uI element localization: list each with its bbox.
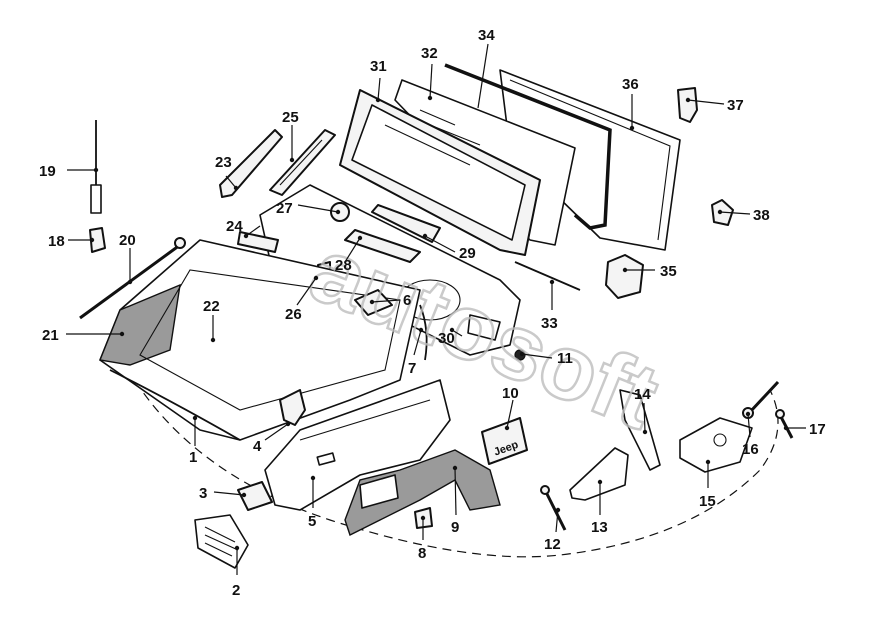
callout-3: 3	[199, 485, 207, 502]
callout-33: 33	[541, 315, 558, 332]
grille-insert	[194, 514, 249, 569]
callout-11: 11	[557, 350, 573, 367]
wiper-arm	[219, 129, 283, 198]
antenna	[90, 120, 102, 214]
callout-6: 6	[403, 292, 411, 309]
release-cable	[419, 304, 428, 361]
hood-latch	[279, 389, 306, 426]
callout-38: 38	[753, 207, 770, 224]
callout-26: 26	[285, 306, 302, 323]
windshield-inner-frame	[339, 89, 541, 256]
callout-25: 25	[282, 109, 299, 126]
callout-labels: 1 2 3 4 5 6 7 8 9 10 11 12 13 14 15 16 1…	[39, 27, 826, 599]
callout-24: 24	[226, 218, 243, 235]
side-marker-lamp	[237, 481, 273, 511]
callout-30: 30	[438, 330, 455, 347]
callout-27: 27	[276, 200, 293, 217]
upper-hinge	[677, 87, 698, 123]
callout-35: 35	[660, 263, 677, 280]
callout-37: 37	[727, 97, 744, 114]
callout-14: 14	[634, 386, 651, 403]
hood-hinge	[237, 231, 279, 253]
callout-10: 10	[502, 385, 519, 402]
assembly-outline	[119, 354, 779, 558]
callout-21: 21	[42, 327, 59, 344]
callout-1: 1	[189, 449, 197, 466]
callout-18: 18	[48, 233, 65, 250]
callout-7: 7	[408, 360, 416, 377]
mounting-plate	[679, 417, 753, 473]
callout-22: 22	[203, 298, 220, 315]
wiper-bracket	[344, 229, 421, 263]
callout-20: 20	[119, 232, 136, 249]
callout-29: 29	[459, 245, 476, 262]
callout-16: 16	[742, 441, 759, 458]
callout-23: 23	[215, 154, 232, 171]
callout-36: 36	[622, 76, 639, 93]
nameplate: Jeep	[481, 417, 528, 465]
callout-19: 19	[39, 163, 56, 180]
callout-13: 13	[591, 519, 608, 536]
hinge-plate	[605, 254, 644, 299]
callout-2: 2	[232, 582, 240, 599]
callout-15: 15	[699, 493, 716, 510]
callout-32: 32	[421, 45, 438, 62]
callout-17: 17	[809, 421, 826, 438]
inner-fender	[344, 449, 501, 536]
leader-dots	[89, 95, 789, 551]
callout-34: 34	[478, 27, 495, 44]
leader-lines	[66, 43, 806, 575]
callout-31: 31	[370, 58, 387, 75]
hood-clip	[89, 227, 106, 253]
callout-9: 9	[451, 519, 459, 536]
hood	[99, 239, 421, 441]
cowl-vent	[371, 204, 441, 243]
callout-8: 8	[418, 545, 426, 562]
callout-5: 5	[308, 513, 316, 530]
weatherstrip	[444, 63, 612, 230]
callout-28: 28	[335, 257, 352, 274]
callout-4: 4	[253, 438, 262, 455]
fender-support	[540, 485, 567, 531]
callout-12: 12	[544, 536, 561, 553]
windshield-rod	[514, 261, 581, 291]
fender-brace	[619, 389, 661, 471]
mounting-stud	[775, 409, 794, 439]
fender-bracket	[569, 447, 629, 501]
